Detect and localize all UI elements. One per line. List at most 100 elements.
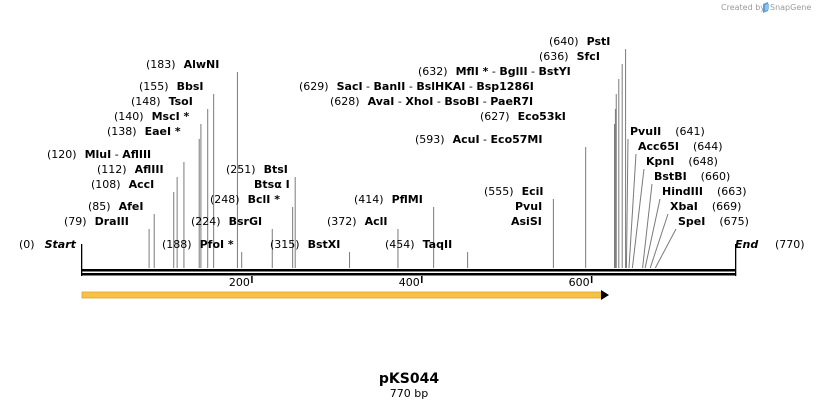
site-label: SpeI (675)	[678, 215, 749, 228]
site-position: (140)	[114, 110, 144, 123]
watermark-brand: SnapGene	[770, 3, 811, 12]
enzyme-name: BglII	[499, 65, 527, 78]
ruler-tick	[251, 276, 253, 283]
enzyme-name: BsrGI	[229, 215, 262, 228]
site-label: XbaI(669)	[670, 200, 741, 213]
site-position: (224)	[191, 215, 221, 228]
site-label: PvuI	[515, 200, 542, 213]
enzyme-name: MflI *	[456, 65, 489, 78]
enzyme-name: BsoBI	[444, 95, 479, 108]
enzyme-name: Acc65I	[638, 140, 679, 153]
site-label: (555)EciI	[484, 185, 544, 198]
site-label: (372)AclI	[327, 215, 388, 228]
enzyme-name: AcuI	[453, 133, 480, 146]
site-position: (593)	[415, 133, 445, 146]
site-position: (663)	[717, 185, 747, 198]
site-position: (85)	[88, 200, 111, 213]
site-leader-line	[631, 168, 645, 269]
site-position: (628)	[330, 95, 360, 108]
site-label: (0)Start	[19, 238, 77, 251]
enzyme-name: Bsp1286I	[476, 80, 534, 93]
site-labels: (0)Start(770)End(79)DraIII(85)AfeI(108)A…	[19, 35, 805, 251]
site-label: (183) AlwNI	[146, 58, 219, 71]
enzyme-name: AvaI	[368, 95, 395, 108]
enzyme-name: TsoI	[169, 95, 193, 108]
enzyme-name: PaeR7I	[490, 95, 533, 108]
enzyme-name: BslHKAI	[416, 80, 465, 93]
site-leader-line	[649, 213, 669, 269]
site-label: (629)SacI - BanII - BslHKAI - Bsp1286I	[299, 80, 534, 93]
enzyme-name: PstI	[587, 35, 611, 48]
site-label: (85) AfeI	[88, 200, 143, 213]
enzyme-name: TaqII	[423, 238, 453, 251]
enzyme-name: SpeI	[678, 215, 705, 228]
site-position: (372)	[327, 215, 357, 228]
enzyme-name: Eco53kI	[518, 110, 566, 123]
enzyme-name: PvuII	[630, 125, 661, 138]
site-leader-line	[628, 153, 637, 269]
site-label: (140) MscI *	[114, 110, 190, 123]
site-position: (315)	[270, 238, 300, 251]
enzyme-name: BtsI	[264, 163, 288, 176]
site-label: (155)BbsI	[139, 80, 204, 93]
site-leader-line	[625, 138, 629, 269]
watermark: Created by SnapGene	[721, 2, 811, 13]
site-label: (224) BsrGI	[191, 215, 262, 228]
enzyme-name: BclI *	[248, 193, 281, 206]
site-label: (148)TsoI	[131, 95, 193, 108]
site-label: (108)AccI	[91, 178, 154, 191]
enzyme-name: SfcI	[577, 50, 600, 63]
sequence-line	[81, 244, 737, 276]
site-label: (414)PflMI	[354, 193, 423, 206]
ruler-tick-label: 200	[229, 276, 250, 289]
site-position: (108)	[91, 178, 121, 191]
site-label: (315)BstXI	[270, 238, 340, 251]
site-label: AsiSI	[511, 215, 542, 228]
site-position: (629)	[299, 80, 329, 93]
site-position: -	[433, 95, 444, 108]
site-position: (120)	[47, 148, 77, 161]
site-label: (640)PstI	[549, 35, 610, 48]
enzyme-name: AfeI	[119, 200, 144, 213]
site-label: (593)AcuI - Eco57MI	[415, 133, 542, 146]
map-title: pKS044	[379, 371, 439, 387]
enzyme-name: PflMI	[392, 193, 423, 206]
site-label: (188)PfoI *	[162, 238, 234, 251]
site-position: (641)	[675, 125, 705, 138]
enzyme-name: PvuI	[515, 200, 542, 213]
site-position: (636)	[539, 50, 569, 63]
site-position: (555)	[484, 185, 514, 198]
site-label: (79)DraIII	[64, 215, 129, 228]
site-label: BstBI(660)	[654, 170, 730, 183]
site-position: (770)	[775, 238, 805, 251]
site-label: Acc65I(644)	[638, 140, 723, 153]
site-position: (112)	[97, 163, 127, 176]
enzyme-name: AflIII	[122, 148, 151, 161]
site-label: (138)EaeI *	[107, 125, 181, 138]
enzyme-name: HindIII	[662, 185, 703, 198]
site-position: (183)	[146, 58, 176, 71]
site-position: (675)	[719, 215, 749, 228]
site-position: (79)	[64, 215, 87, 228]
site-position: -	[488, 65, 499, 78]
enzyme-name: Eco57MI	[491, 133, 543, 146]
sequence-end-label: End	[735, 238, 758, 251]
enzyme-name: MscI *	[152, 110, 190, 123]
site-position: -	[394, 95, 405, 108]
enzyme-name: AsiSI	[511, 215, 542, 228]
site-position: (660)	[701, 170, 731, 183]
site-position: -	[363, 80, 374, 93]
watermark-prefix: Created by	[721, 3, 765, 12]
site-label: (628)AvaI - XhoI - BsoBI - PaeR7I	[330, 95, 533, 108]
enzyme-name: BstYI	[539, 65, 571, 78]
enzyme-name: XhoI	[405, 95, 433, 108]
site-position: (632)	[418, 65, 448, 78]
map-length: 770 bp	[390, 387, 428, 400]
enzyme-name: PfoI *	[200, 238, 234, 251]
site-leader-lines	[148, 49, 677, 269]
site-label: (120)MluI - AflIII	[47, 148, 151, 161]
enzyme-name: MluI	[85, 148, 112, 161]
ruler-tick-label: 400	[399, 276, 420, 289]
enzyme-name: KpnI	[646, 155, 674, 168]
enzyme-name: AlwNI	[184, 58, 220, 71]
